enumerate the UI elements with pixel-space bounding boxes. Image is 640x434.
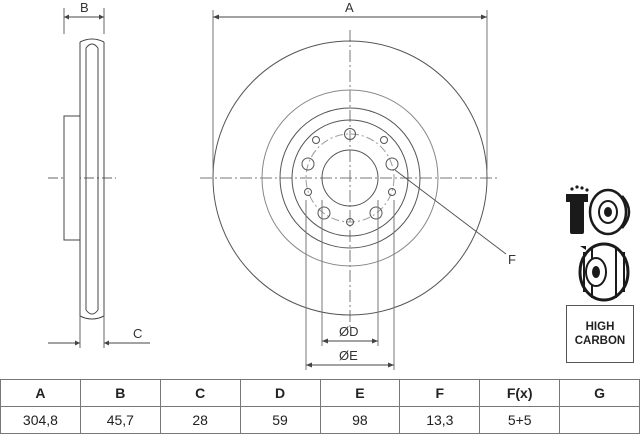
disc-side-view (48, 8, 150, 348)
table-header-cell: B (79, 379, 161, 407)
table-cell (559, 406, 640, 434)
table-header-cell: G (559, 379, 640, 407)
dimension-f-label: F (508, 252, 516, 267)
table-header-cell: C (159, 379, 241, 407)
table-row: 304,8 45,7 28 59 98 13,3 5+5 (0, 406, 640, 434)
table-cell: 13,3 (399, 406, 481, 434)
disc-front-view (200, 10, 507, 370)
table-header-cell: E (319, 379, 401, 407)
mounting-instructions-icon (566, 185, 631, 236)
table-header-cell: F(x) (479, 379, 561, 407)
badge-line-1: HIGH (585, 321, 615, 333)
vented-disc-icon (578, 242, 630, 302)
table-cell: 98 (319, 406, 401, 434)
table-cell: 304,8 (0, 406, 81, 434)
brake-disc-technical-drawing: B C (48, 0, 631, 370)
table-header-cell: D (239, 379, 321, 407)
dimension-a-label: A (345, 0, 354, 15)
table-header-row: A B C D E F F(x) G (0, 379, 640, 407)
dimension-od-label: ØD (339, 324, 359, 339)
table-header-cell: A (0, 379, 81, 407)
dimension-c-label: C (133, 326, 142, 341)
table-header-cell: F (399, 379, 481, 407)
high-carbon-badge: HIGH CARBON (566, 305, 634, 363)
table-cell: 5+5 (479, 406, 561, 434)
dimension-b-label: B (80, 0, 89, 15)
specifications-table: A B C D E F F(x) G 304,8 45,7 28 59 98 1… (0, 379, 640, 434)
dimension-oe-label: ØE (339, 348, 358, 363)
badge-line-2: CARBON (574, 335, 626, 347)
table-cell: 45,7 (79, 406, 161, 434)
table-cell: 59 (239, 406, 321, 434)
table-cell: 28 (159, 406, 241, 434)
